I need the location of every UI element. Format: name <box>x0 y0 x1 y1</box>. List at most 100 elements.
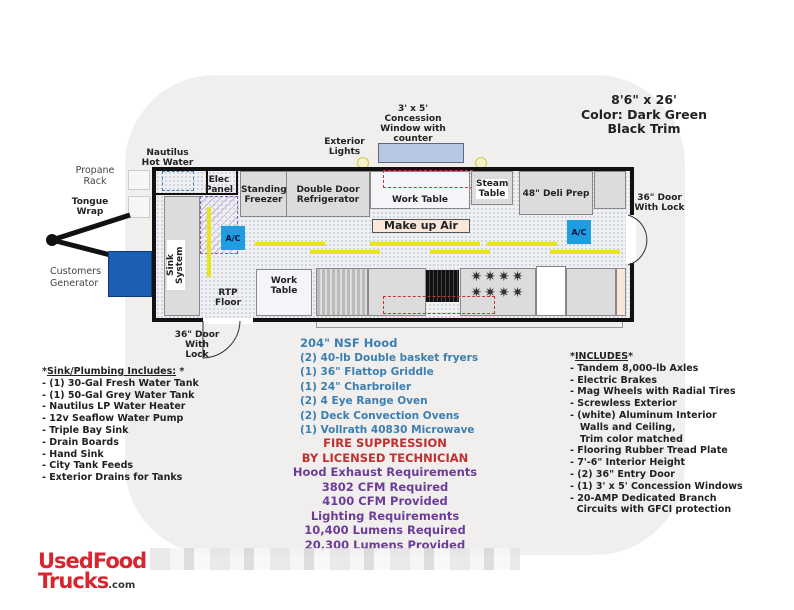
includes-item: - (1) 3' x 5' Concession Windows <box>570 480 743 492</box>
rtp-floor-label: RTP Floor <box>214 288 242 308</box>
water-heater <box>162 171 194 191</box>
plumbing-item: - Triple Bay Sink <box>42 424 129 436</box>
plumbing-item: - (1) 50-Gal Grey Water Tank <box>42 389 195 401</box>
requirements-block: FIRE SUPPRESSION BY LICENSED TECHNICIAN … <box>260 436 510 552</box>
side-door-opening[interactable] <box>626 215 636 263</box>
griddle <box>368 268 426 316</box>
requirement: 4100 CFM Provided <box>322 494 448 508</box>
blurred-strip <box>150 548 520 570</box>
propane-rack <box>128 196 150 218</box>
plumbing-item: - City Tank Feeds <box>42 460 134 472</box>
includes-item: - (white) Aluminum Interior <box>570 409 717 421</box>
work-table-label: Work Table <box>391 195 449 205</box>
deli-prep: 48" Deli Prep <box>519 171 593 215</box>
includes-item: - Flooring Rubber Tread Plate <box>570 445 728 457</box>
logo-line2: Trucks <box>38 569 109 593</box>
double-door-refrigerator: Double Door Refrigerator <box>286 171 370 217</box>
equipment-item: 204" NSF Hood <box>300 336 398 350</box>
range-ovens: ✷✷✷✷✷✷✷✷ <box>460 268 536 316</box>
elec-panel <box>200 171 238 195</box>
work-table-bottom: Work Table <box>256 269 312 316</box>
includes-item: Walls and Ceiling, <box>570 421 676 433</box>
light-strip <box>487 242 557 246</box>
work-table-top: Work Table <box>370 171 470 209</box>
includes-item: Trim color matched <box>570 433 683 445</box>
equipment-item: (2) 4 Eye Range Oven <box>300 395 428 407</box>
equipment-item: (2) Deck Convection Ovens <box>300 409 460 422</box>
propane-label: Propane Rack <box>75 165 115 187</box>
concession-window <box>378 143 464 163</box>
plumbing-list: *Sink/Plumbing Includes: * - (1) 30-Gal … <box>42 366 199 484</box>
equipment-list: 204" NSF Hood (2) 40-lb Double basket fr… <box>300 336 478 438</box>
includes-item: - 7'-6" Interior Height <box>570 457 686 469</box>
size: 8'6" x 26' <box>611 92 677 107</box>
steam-table: Steam Table <box>471 171 513 205</box>
includes-item: - Screwless Exterior <box>570 398 677 410</box>
exterior-lights-label: Exterior Lights <box>324 137 365 157</box>
includes-item: - 20-AMP Dedicated Branch <box>570 492 717 504</box>
logo-suffix: .com <box>108 580 136 591</box>
generator-label: Customers Generator <box>50 266 102 289</box>
equipment-item: (1) Vollrath 40830 Microwave <box>300 424 475 436</box>
propane-rack <box>128 170 150 190</box>
door-swing <box>627 214 648 266</box>
light-strip <box>310 250 380 254</box>
convection-ovens <box>566 268 616 316</box>
generator <box>108 251 152 297</box>
serving-counter <box>316 322 623 328</box>
requirement: 3802 CFM Required <box>321 479 449 494</box>
color: Color: Dark Green <box>580 106 708 122</box>
fire-suppression: FIRE SUPPRESSION <box>323 436 447 450</box>
standing-freezer-label: Standing Freezer <box>241 185 287 205</box>
includes-title: INCLUDES <box>574 351 629 362</box>
equipment-item: (2) 40-lb Double basket fryers <box>300 351 479 364</box>
logo-line1: UsedFood <box>38 549 147 573</box>
plumbing-item: - 12v Seaflow Water Pump <box>42 413 184 425</box>
elec-panel-label: Elec Panel <box>204 175 234 195</box>
door-swing <box>202 320 241 359</box>
deli-prep-label: 48" Deli Prep <box>522 189 590 199</box>
light-strip <box>550 250 620 254</box>
includes-item: Circuits with GFCI protection <box>570 504 732 516</box>
steam-table-label: Steam Table <box>476 179 509 199</box>
work-table-label: Work Table <box>270 276 298 296</box>
fryers <box>316 268 368 316</box>
light-strip <box>207 207 211 277</box>
sink-system-label: Sink System <box>166 240 185 290</box>
includes-list: *INCLUDES* - Tandem 8,000-lb Axles - Ele… <box>570 351 743 516</box>
trim: Black Trim <box>607 121 681 136</box>
includes-item: - Tandem 8,000-lb Axles <box>570 362 699 374</box>
hood-outline <box>383 170 473 188</box>
side-door-label: 36" Door With Lock <box>634 193 685 213</box>
light-strip <box>430 250 490 254</box>
ac-unit: A/C <box>567 220 591 244</box>
plumbing-item: - (1) 30-Gal Fresh Water Tank <box>42 377 199 389</box>
requirement: Hood Exhaust Requirements <box>292 465 478 479</box>
make-up-air: Make up Air <box>372 219 470 233</box>
ac-unit: A/C <box>221 226 245 250</box>
light-strip <box>370 242 480 246</box>
rear-door-opening[interactable] <box>203 318 253 324</box>
logo[interactable]: UsedFood Trucks.com <box>38 549 147 596</box>
concession-window-label: 3' x 5' Concession Window with counter <box>380 104 446 144</box>
refrigerator-label: Double Door Refrigerator <box>296 185 360 205</box>
plumbing-item: - Exterior Drains for Tanks <box>42 472 183 484</box>
includes-item: - Electric Brakes <box>570 374 657 386</box>
plumbing-item: - Hand Sink <box>42 448 104 460</box>
equipment-item: (1) 24" Charbroiler <box>300 380 412 393</box>
shelf <box>616 268 626 316</box>
elec-panel-area <box>156 171 208 195</box>
requirement: Lighting Requirements <box>310 508 460 523</box>
includes-item: - Mag Wheels with Radial Tires <box>570 386 736 398</box>
shelf <box>594 171 626 209</box>
plumbing-item: - Nautilus LP Water Heater <box>42 401 186 413</box>
microwave-table <box>536 266 566 316</box>
rear-door-label: 36" Door With Lock <box>174 330 220 360</box>
standing-freezer: Standing Freezer <box>240 171 287 217</box>
equipment-item: (1) 36" Flattop Griddle <box>300 366 434 378</box>
includes-item: - (2) 36" Entry Door <box>570 468 675 480</box>
header-specs: 8'6" x 26' Color: Dark Green Black Trim <box>574 92 714 137</box>
requirement: 10,400 Lumens Required <box>304 523 466 537</box>
plumbing-item: - Drain Boards <box>42 436 119 448</box>
